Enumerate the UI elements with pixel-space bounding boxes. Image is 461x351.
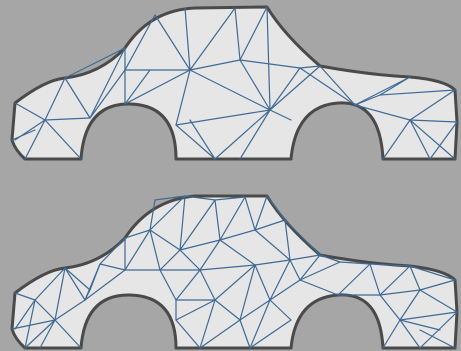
- car-body-outline-bottom: [12, 196, 457, 348]
- car-body-outline-top: [12, 7, 457, 159]
- fine-mesh-car: [12, 196, 457, 348]
- coarse-mesh-car: [12, 7, 457, 159]
